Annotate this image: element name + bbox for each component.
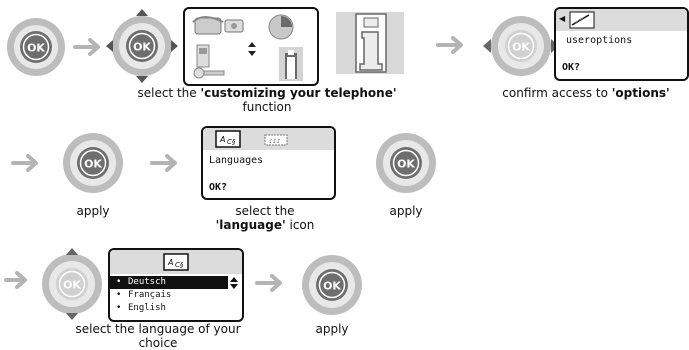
- step-caption-apply: apply: [76, 204, 110, 218]
- svg-text:♪♪♪: ♪♪♪: [269, 138, 281, 145]
- ok-label: OK: [397, 158, 415, 171]
- ok-label: OK: [27, 42, 45, 55]
- ok-label: OK: [84, 158, 102, 171]
- language-option-label: Français: [128, 290, 172, 300]
- lcd-menu-item: useroptions: [566, 35, 633, 46]
- language-list: • Deutsch • Français • English: [110, 276, 242, 315]
- lcd-ok-prompt: OK?: [209, 182, 228, 193]
- info-icon: [336, 12, 404, 74]
- scroll-arrows-icon: [230, 277, 238, 289]
- clock-icon: [268, 14, 294, 40]
- handset-key-icon: [193, 44, 225, 79]
- ok-label: OK: [133, 41, 151, 54]
- step-caption-apply: apply: [315, 322, 349, 336]
- step-caption-select-language: select the language of your choice: [75, 322, 241, 350]
- up-down-arrows-icon: [248, 42, 256, 56]
- ringtone-icon: ♪♪♪: [264, 134, 288, 146]
- customizing-icons-panel: [183, 7, 319, 86]
- navigation-dial-up-down[interactable]: OK: [35, 246, 109, 322]
- arrow-right-icon: [150, 154, 177, 172]
- lcd-languages-screen: A C§ ♪♪♪ Languages OK?: [201, 126, 336, 200]
- lcd-ok-prompt: OK?: [562, 62, 581, 73]
- language-option-label: Deutsch: [128, 277, 166, 287]
- svg-text:C§: C§: [227, 138, 236, 146]
- svg-text:A: A: [167, 258, 173, 267]
- ok-label: OK: [63, 279, 81, 292]
- telephone-settings-icon: [192, 16, 244, 35]
- navigation-dial-left-right[interactable]: OK: [481, 10, 561, 82]
- pointer-icon: ◀: [559, 14, 566, 23]
- options-icon: [569, 11, 595, 29]
- info-icon-small: [279, 47, 303, 81]
- arrow-right-icon: [436, 36, 463, 54]
- radio-bullet-icon: •: [116, 290, 122, 300]
- language-option[interactable]: • Français: [110, 289, 228, 302]
- lcd-menu-item: Languages: [209, 155, 264, 166]
- svg-text:C§: C§: [175, 261, 184, 269]
- ok-button[interactable]: OK: [299, 252, 365, 318]
- language-option[interactable]: • Deutsch: [110, 276, 228, 289]
- radio-bullet-icon: •: [116, 277, 122, 287]
- arrow-right-icon: [4, 271, 27, 289]
- lcd-options-screen: ◀ useroptions OK?: [554, 7, 689, 81]
- lcd-language-list: A C§ • Deutsch • Français • English: [108, 248, 244, 322]
- radio-bullet-icon: •: [116, 303, 122, 313]
- svg-text:A: A: [219, 135, 225, 144]
- ok-button[interactable]: OK: [60, 130, 126, 196]
- step-caption-language-icon: select the 'language' icon: [215, 204, 315, 232]
- arrow-right-icon: [73, 38, 100, 56]
- ok-button[interactable]: OK: [373, 130, 439, 196]
- arrow-right-icon: [255, 274, 282, 292]
- navigation-dial[interactable]: OK: [104, 7, 180, 85]
- ok-button[interactable]: OK: [5, 16, 67, 78]
- step-caption-customize: select the 'customizing your telephone' …: [137, 86, 397, 114]
- step-caption-apply: apply: [389, 204, 423, 218]
- language-option[interactable]: • English: [110, 302, 228, 315]
- language-option-label: English: [128, 303, 166, 313]
- ok-label: OK: [512, 41, 530, 54]
- arrow-right-icon: [11, 154, 38, 172]
- step-caption-confirm-options: confirm access to 'options': [502, 86, 670, 100]
- language-icon: A C§: [163, 253, 189, 271]
- ok-label: OK: [323, 280, 341, 293]
- language-icon: A C§: [215, 130, 241, 148]
